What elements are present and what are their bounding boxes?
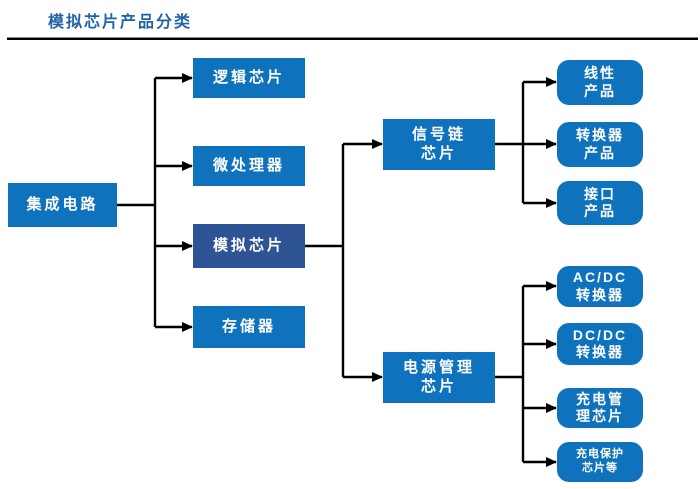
node-charge-management-chip: 充电管 理芯片	[557, 388, 643, 428]
title-underline	[7, 37, 698, 40]
node-microprocessor: 微处理器	[193, 146, 305, 186]
node-acdc-converter: AC/DC 转换器	[557, 266, 643, 307]
node-signal-chain-chip: 信号链 芯片	[383, 119, 495, 170]
node-integrated-circuit: 集成电路	[8, 183, 117, 227]
node-logic-chip: 逻辑芯片	[193, 58, 305, 98]
node-converter-products: 转换器 产品	[557, 122, 643, 167]
node-charge-protection-chip: 充电保护 芯片等	[557, 442, 643, 482]
node-linear-products: 线性 产品	[557, 60, 643, 105]
node-analog-chip: 模拟芯片	[193, 224, 305, 268]
page-title: 模拟芯片产品分类	[48, 14, 193, 31]
node-dcdc-converter: DC/DC 转换器	[557, 323, 643, 365]
node-power-management-chip: 电源管理 芯片	[383, 352, 495, 403]
node-memory: 存储器	[193, 306, 305, 348]
node-interface-products: 接口 产品	[557, 181, 643, 225]
